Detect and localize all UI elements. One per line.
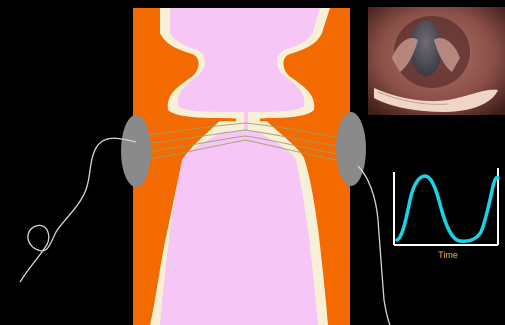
larynx-endoscopy-photo: [368, 7, 505, 115]
left-electrode-icon: [121, 115, 151, 187]
graph-x-axis-label: Time: [428, 250, 468, 260]
right-electrode-icon: [336, 112, 366, 186]
